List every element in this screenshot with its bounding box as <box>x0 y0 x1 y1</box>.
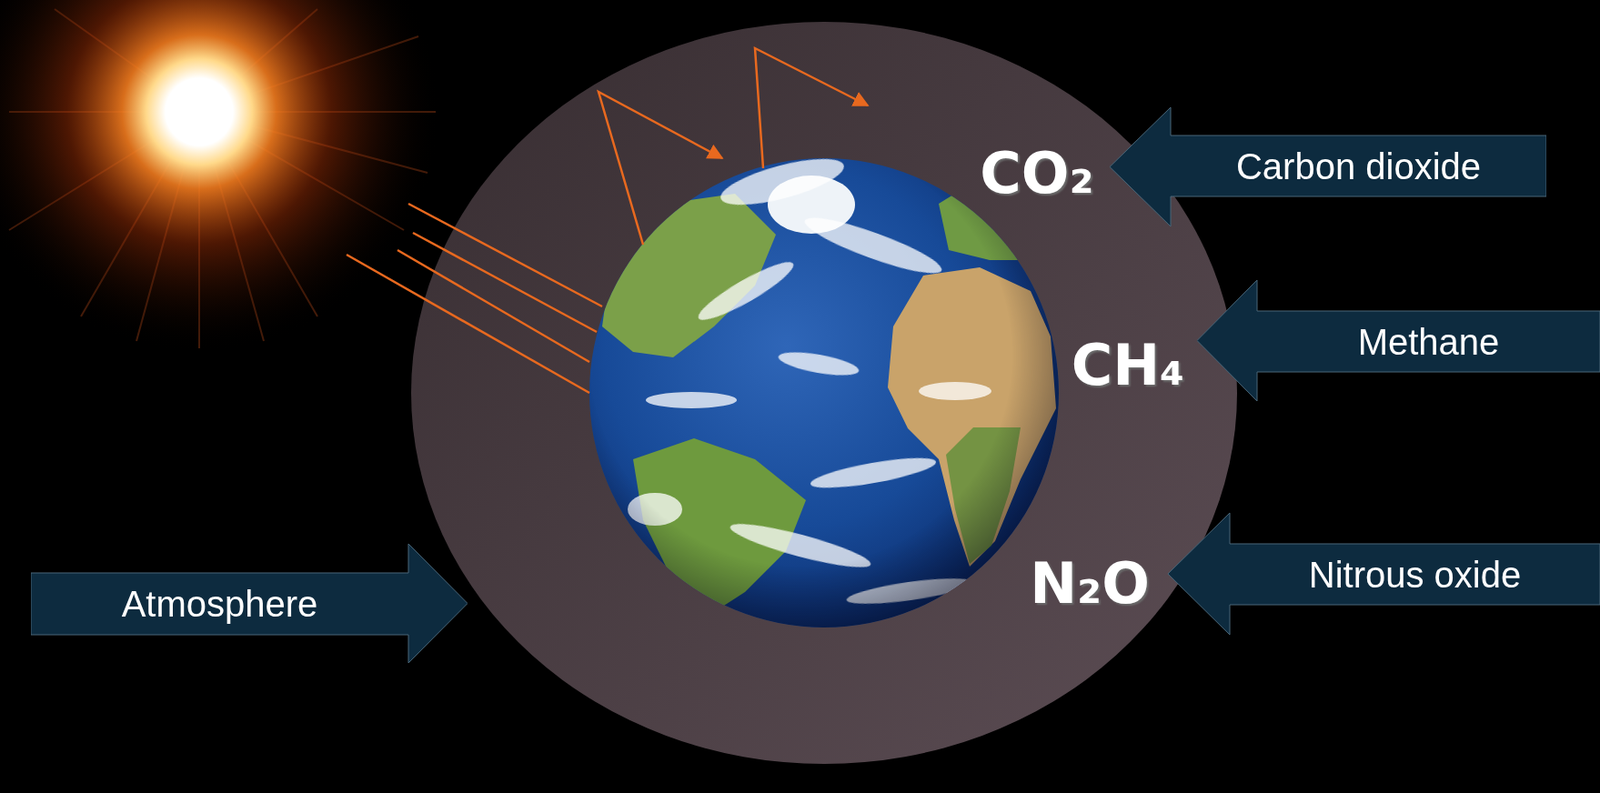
arrow-label: Nitrous oxide <box>1308 553 1521 596</box>
atmosphere-region: CO₂ CH₄ N₂O <box>411 21 1238 765</box>
earth <box>589 149 1059 628</box>
arrow-shape <box>1167 513 1600 635</box>
label-arrow: Nitrous oxide <box>1167 513 1600 635</box>
arrow-label: Atmosphere <box>121 583 319 625</box>
atmosphere-layer <box>411 21 1238 765</box>
chemical-formula: N₂O <box>1029 553 1150 615</box>
chemical-formula: CO₂ <box>979 142 1094 205</box>
solar-rays <box>346 48 868 393</box>
arrow-shape <box>1109 107 1547 227</box>
label-arrow: Atmosphere <box>30 543 468 664</box>
sun <box>0 0 441 353</box>
chemical-formula: CH₄ <box>1071 334 1186 397</box>
arrow-shape <box>30 543 468 664</box>
arrow-shape <box>1197 280 1600 402</box>
label-arrow: Methane <box>1197 280 1600 402</box>
arrow-label: Methane <box>1358 321 1500 363</box>
arrow-label: Carbon dioxide <box>1236 145 1481 188</box>
label-arrow: Carbon dioxide <box>1109 107 1547 227</box>
atmosphere-outline <box>412 22 1237 764</box>
